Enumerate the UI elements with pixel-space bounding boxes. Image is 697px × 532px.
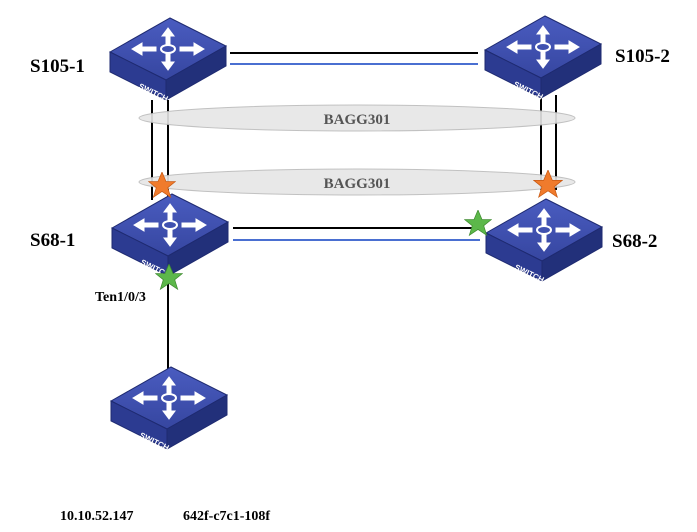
- switch-access[interactable]: [110, 366, 228, 453]
- green-star-icon: [464, 210, 492, 237]
- switch-icon: [485, 198, 603, 285]
- orange-star-icon: [533, 170, 563, 198]
- label-s68-2: S68-2: [612, 231, 657, 252]
- switch-icon: [109, 17, 227, 104]
- switch-icon: [484, 15, 602, 102]
- aggregation-upper-label: BAGG301: [324, 112, 391, 128]
- switch-s105-2[interactable]: [484, 15, 602, 102]
- label-s68-1: S68-1: [30, 230, 75, 251]
- footer-mac: 642f-c7c1-108f: [183, 509, 270, 524]
- switch-s105-1[interactable]: [109, 17, 227, 104]
- footer-ip: 10.10.52.147: [60, 509, 134, 524]
- switch-icon: [110, 366, 228, 453]
- label-s105-2: S105-2: [615, 46, 670, 67]
- aggregation-lower: BAGG301: [138, 168, 576, 196]
- label-s105-1: S105-1: [30, 56, 85, 77]
- links: [151, 52, 557, 370]
- aggregation-lower-label: BAGG301: [324, 176, 391, 192]
- port-label: Ten1/0/3: [95, 290, 146, 305]
- aggregation-upper: BAGG301: [138, 104, 576, 132]
- switch-s68-2[interactable]: [485, 198, 603, 285]
